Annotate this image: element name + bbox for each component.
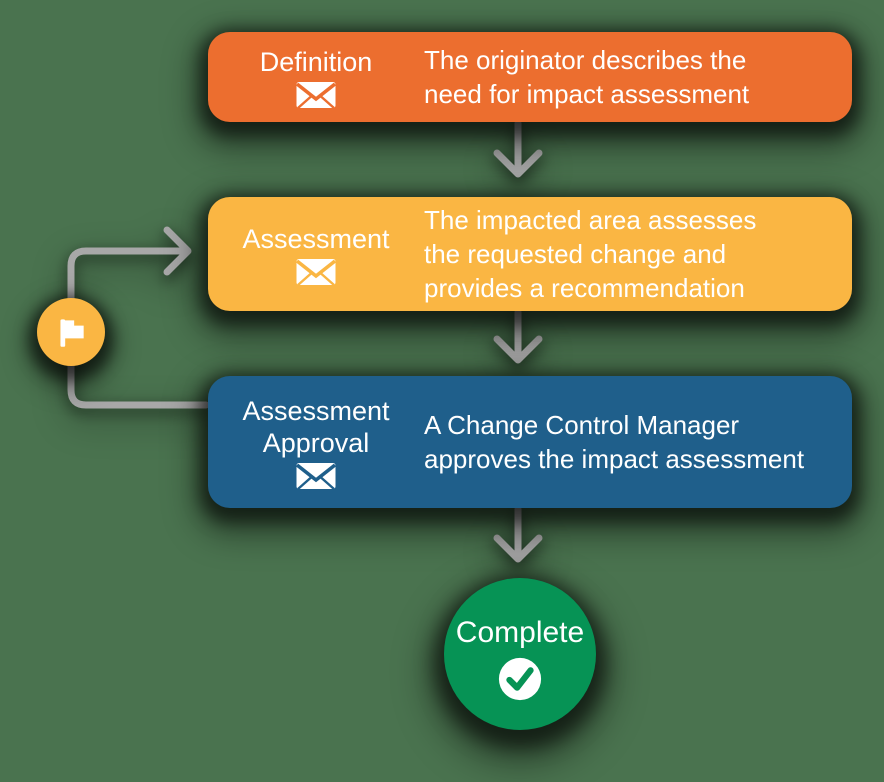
desc-line: A Change Control Manager [424,410,740,440]
desc-line: need for impact assessment [424,79,750,109]
step-assessment-approval: Assessment Approval A Change Control Man… [208,376,852,508]
terminal-complete: Complete [444,578,596,730]
terminal-label: Complete [455,616,585,649]
step-label: Definition [259,46,373,77]
flag-icon [60,319,84,347]
desc-line: provides a recommendation [424,273,745,303]
arrow-definition-to-assessment [493,119,543,178]
step-assessment-approval-description: A Change Control Manager approves the im… [424,408,852,476]
step-label: Assessment Approval [242,395,390,458]
desc-line: The impacted area assesses [424,205,757,235]
step-definition-label-column: Definition [208,46,424,109]
step-assessment-label-column: Assessment [208,223,424,286]
step-assessment-approval-label-column: Assessment Approval [208,395,424,490]
mail-icon [295,258,337,286]
mail-icon [295,81,337,109]
desc-line: the requested change and [424,239,727,269]
mail-icon [295,462,337,490]
flag-badge [37,298,105,366]
step-definition-description: The originator describes the need for im… [424,43,852,111]
step-assessment-description: The impacted area assesses the requested… [424,203,852,305]
step-definition: Definition The originator describes the … [208,32,852,122]
step-assessment: Assessment The impacted area assesses th… [208,197,852,311]
arrow-approval-to-complete [493,505,543,563]
step-label: Assessment [242,223,390,254]
check-circle-icon [498,657,542,701]
desc-line: The originator describes the [424,45,747,75]
desc-line: approves the impact assessment [424,444,805,474]
arrow-assessment-to-approval [493,308,543,364]
